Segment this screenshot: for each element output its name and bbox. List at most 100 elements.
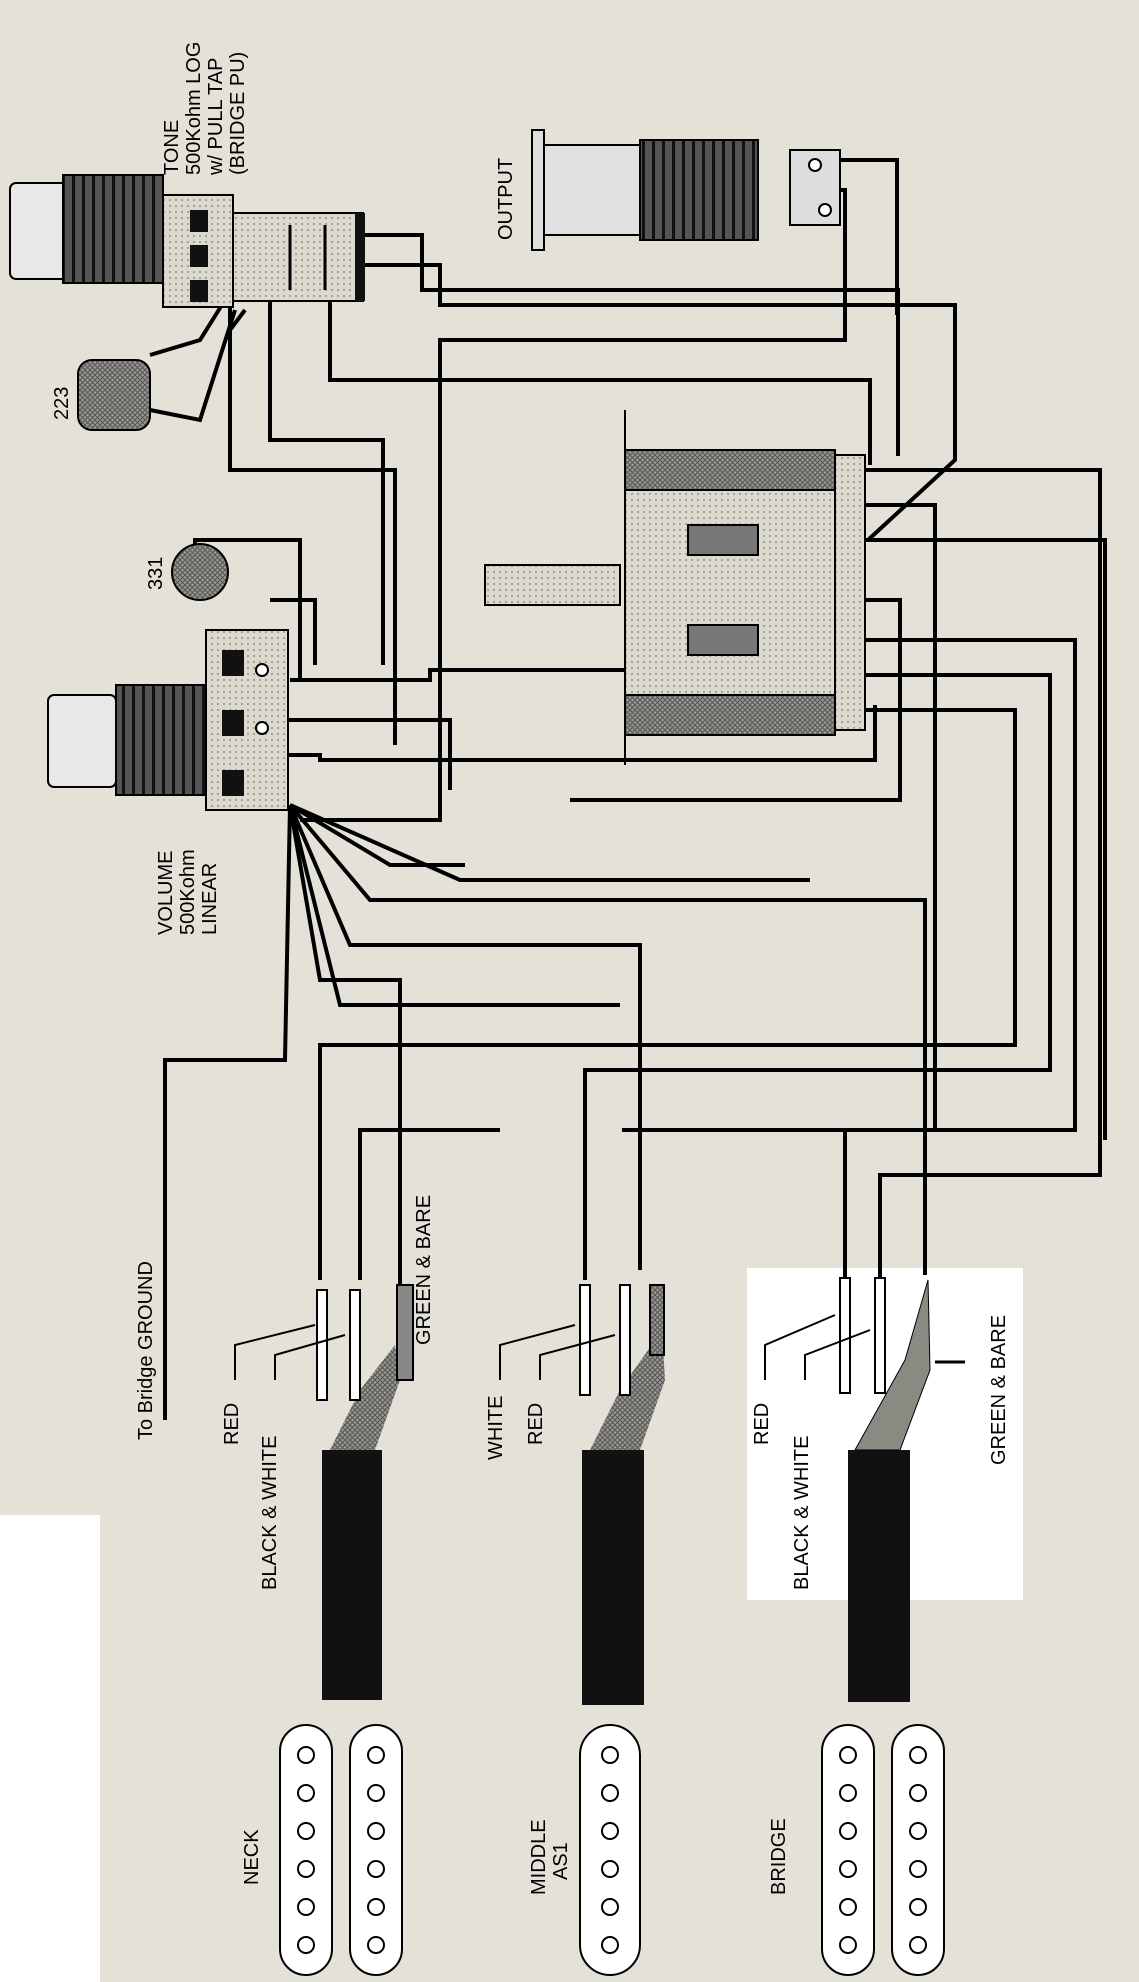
- pole-piece: [367, 1784, 385, 1802]
- volume-lug-3: [222, 770, 244, 796]
- pole-piece: [839, 1860, 857, 1878]
- neck-red-label: RED: [221, 1403, 243, 1445]
- pole-piece: [297, 1936, 315, 1954]
- pole-piece: [367, 1860, 385, 1878]
- jack-tip-lug: [808, 158, 822, 172]
- neck-cable-braid: [330, 1345, 400, 1450]
- tone-title: TONE: [161, 120, 183, 175]
- arrow-bridge-black-white: [804, 1329, 871, 1380]
- middle-wire-white: [579, 1284, 591, 1396]
- volume-shaft: [115, 684, 207, 796]
- neck-wire-green-bare: [396, 1284, 414, 1381]
- pole-piece: [909, 1746, 927, 1764]
- wire-output-sleeve: [300, 188, 847, 822]
- capacitor-331: [171, 543, 229, 601]
- tone-switch-end: [355, 213, 365, 301]
- tone-lug-3: [190, 280, 208, 302]
- pole-piece: [601, 1898, 619, 1916]
- pickup-neck-label: NECK: [241, 1829, 263, 1885]
- pole-piece: [297, 1746, 315, 1764]
- wire-tone-to-volume: [268, 270, 385, 665]
- wire-tone-to-switch-a: [365, 233, 900, 456]
- wire-ground-bridge: [163, 804, 292, 1420]
- switch-body: [624, 449, 836, 736]
- bridge-cable-braid: [854, 1279, 931, 1451]
- bridge-wire-red: [839, 1277, 851, 1394]
- pole-piece: [909, 1936, 927, 1954]
- middle-red-label: RED: [525, 1403, 547, 1445]
- wire-switch-lug-7: [318, 708, 1017, 1280]
- pole-piece: [839, 1936, 857, 1954]
- pickup-bridge-label: BRIDGE: [768, 1818, 790, 1895]
- wire-cap223-b: [149, 309, 237, 423]
- wire-ground-bridge-pickup: [288, 803, 927, 1275]
- wire-tone-to-switch-b: [365, 263, 957, 542]
- pole-piece: [909, 1898, 927, 1916]
- volume-pot: [47, 629, 289, 811]
- capacitor-223: [77, 359, 151, 431]
- neck-wire-black-white: [349, 1289, 361, 1401]
- tone-pot: [9, 174, 365, 308]
- wire-ground-cap: [288, 803, 465, 867]
- switch-slot-2: [687, 624, 759, 656]
- pole-piece: [297, 1898, 315, 1916]
- wiring: [149, 158, 1107, 1420]
- wire-switch-lug-3: [855, 538, 1107, 1140]
- bridge-coil-1: [821, 1724, 875, 1976]
- neck-coil-1: [279, 1724, 333, 1976]
- neck-cable: [316, 1284, 414, 1700]
- pole-piece: [367, 1746, 385, 1764]
- label-arrows: [234, 1314, 965, 1380]
- wire-switch-lug-6: [583, 673, 1052, 1280]
- output-label: OUTPUT: [495, 158, 517, 240]
- pole-piece: [297, 1860, 315, 1878]
- capacitor-331-label: 331: [145, 557, 167, 590]
- pole-piece: [839, 1784, 857, 1802]
- bridge-red-label: RED: [751, 1403, 773, 1445]
- tone-lug-2: [190, 245, 208, 267]
- wire-output-tip: [820, 158, 899, 315]
- pole-piece: [839, 1746, 857, 1764]
- volume-lug-2: [222, 710, 244, 736]
- neck-cable-jacket: [322, 1450, 382, 1700]
- volume-taper: LINEAR: [199, 863, 221, 935]
- jack-barrel: [543, 144, 641, 236]
- wire-ground-neck-red: [288, 804, 620, 1007]
- switch-lever: [484, 564, 621, 606]
- wire-switch-lug-5: [843, 638, 1077, 1280]
- pole-pieces: [297, 1746, 927, 1954]
- pickup-middle-model-label: AS1: [550, 1842, 572, 1880]
- bridge-pickup: [821, 1724, 945, 1976]
- pole-piece: [297, 1784, 315, 1802]
- neck-green-bare-label: GREEN & BARE: [413, 1195, 435, 1345]
- middle-cable-jacket: [582, 1450, 644, 1705]
- middle-coil: [579, 1724, 641, 1976]
- wire-ground-bridge-bw: [289, 803, 810, 882]
- neck-pickup: [279, 1724, 403, 1976]
- wire-tone-to-cap: [228, 300, 397, 745]
- arrow-bridge-red: [764, 1314, 836, 1380]
- tone-knob: [9, 182, 69, 280]
- jack-flange: [531, 129, 545, 251]
- tone-lug-1: [190, 210, 208, 232]
- switch-end-top: [624, 449, 836, 491]
- volume-value: 500Kohm: [177, 849, 199, 935]
- bridge-cable: [839, 1277, 931, 1702]
- wire-cap331-right: [270, 598, 317, 665]
- neck-coil-2: [349, 1724, 403, 1976]
- switch-end-bottom: [624, 694, 836, 736]
- tone-value: 500Kohm LOG: [183, 42, 205, 175]
- tone-shaft: [62, 174, 164, 284]
- volume-knob: [47, 694, 117, 788]
- pole-piece: [909, 1822, 927, 1840]
- switch-terminal-strip: [834, 454, 866, 731]
- wire-neck-black-white: [358, 1128, 500, 1280]
- pole-piece: [367, 1936, 385, 1954]
- volume-solder-2: [255, 721, 269, 735]
- jack-thread: [639, 139, 759, 241]
- bridge-black-white-label: BLACK & WHITE: [791, 1436, 813, 1590]
- pole-piece: [601, 1746, 619, 1764]
- volume-body: [205, 629, 289, 811]
- bridge-green-bare-label: GREEN & BARE: [988, 1315, 1010, 1465]
